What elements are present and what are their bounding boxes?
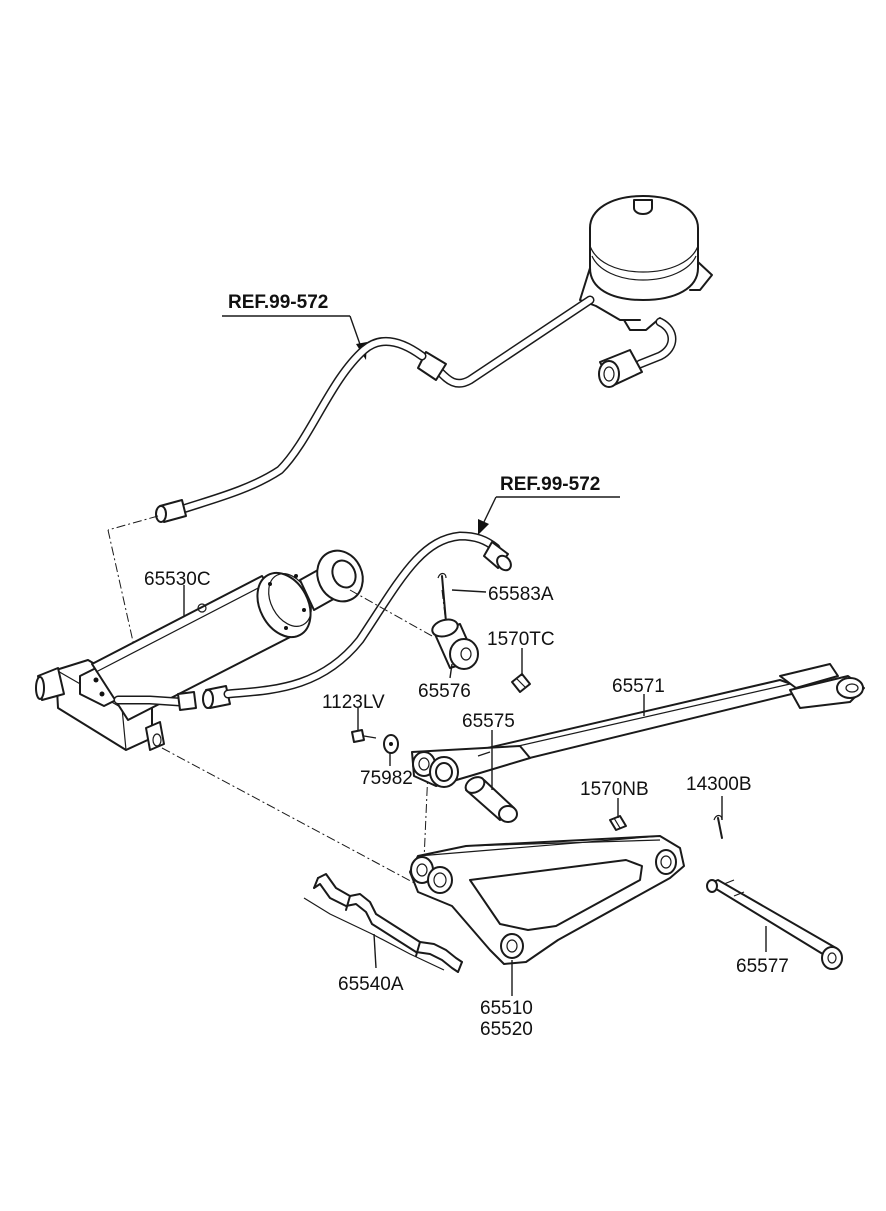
label-65520: 65520 — [480, 1019, 533, 1040]
pin-65583a[interactable] — [437, 572, 447, 623]
clip-1570tc[interactable] — [511, 673, 531, 693]
tie-rod-65571[interactable] — [411, 663, 865, 788]
washer-75982[interactable] — [383, 734, 399, 754]
label-1570nb: 1570NB — [580, 779, 649, 800]
ref-callout-lower[interactable]: REF.99-572 — [478, 474, 620, 535]
label-65530c: 65530C — [144, 569, 211, 590]
nut-1570nb[interactable] — [609, 815, 627, 831]
label-65583a: 65583A — [488, 584, 554, 605]
power-cylinder-assembly[interactable] — [35, 543, 371, 751]
ref-callout-upper[interactable]: REF.99-572 — [222, 292, 367, 360]
bolt-1123lv[interactable] — [351, 729, 377, 743]
leader-lines — [183, 585, 767, 996]
label-65510: 65510 — [480, 998, 533, 1019]
ref-label-upper: REF.99-572 — [228, 292, 328, 313]
label-14300b: 14300B — [686, 774, 752, 795]
part-number-labels: 65530C 65583A 1570TC 65576 65571 1123LV … — [144, 569, 789, 1040]
bracket-65510-65520[interactable] — [409, 835, 685, 965]
label-1570tc: 1570TC — [487, 629, 555, 650]
label-65577: 65577 — [736, 956, 789, 977]
shaft-65577[interactable] — [706, 879, 843, 970]
label-1123lv: 1123LV — [322, 692, 385, 713]
lower-hose[interactable] — [202, 531, 514, 709]
upper-hose[interactable] — [155, 295, 595, 523]
ref-label-lower: REF.99-572 — [500, 474, 600, 495]
label-65576: 65576 — [418, 681, 471, 702]
label-65540a: 65540A — [338, 974, 404, 995]
arrow-head-icon — [478, 519, 489, 535]
bracket-65540a[interactable] — [303, 873, 463, 973]
pin-65575[interactable] — [463, 774, 518, 823]
fluid-reservoir[interactable] — [579, 195, 713, 388]
label-65571: 65571 — [612, 676, 665, 697]
label-65575: 65575 — [462, 711, 515, 732]
bushing-65576[interactable] — [430, 617, 479, 670]
cotter-pin-14300b[interactable] — [713, 814, 723, 839]
label-75982: 75982 — [360, 768, 413, 789]
